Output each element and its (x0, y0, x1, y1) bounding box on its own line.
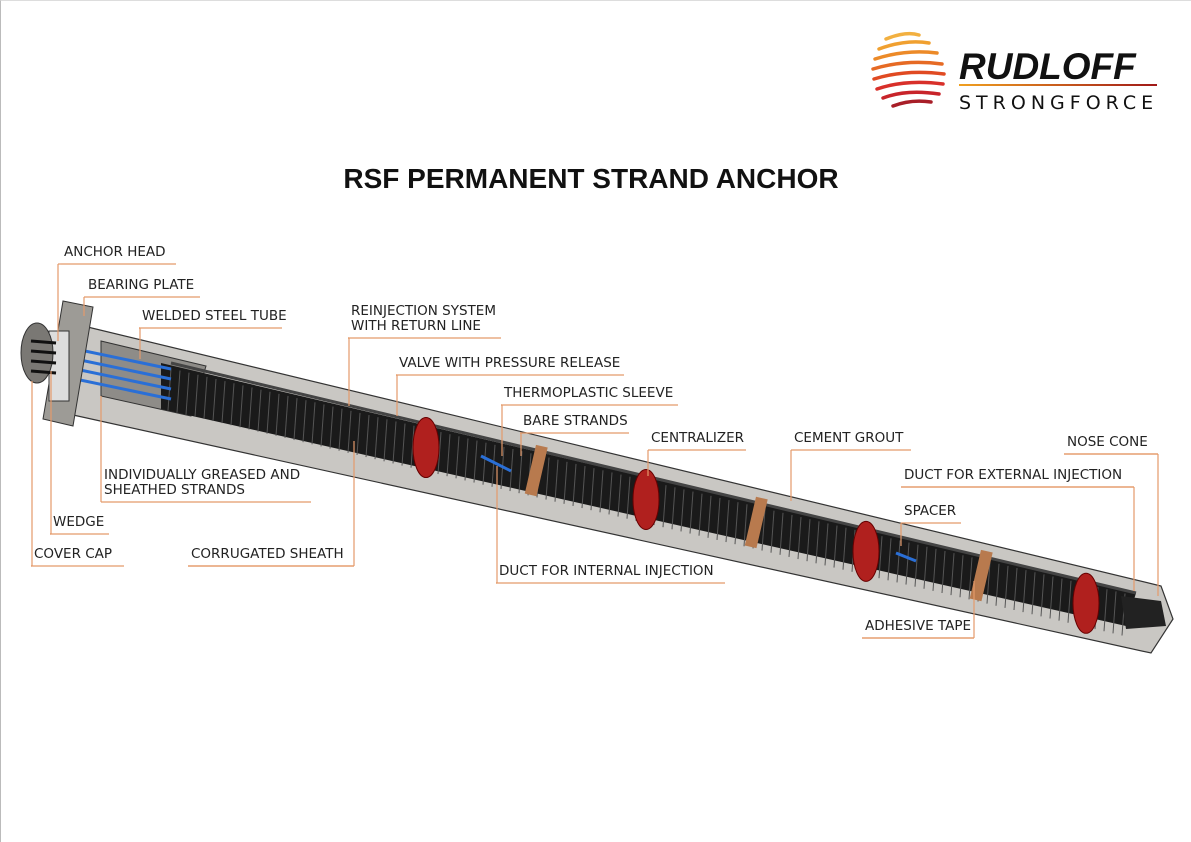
label-text: CENTRALIZER (651, 430, 744, 446)
label-text: COVER CAP (34, 546, 112, 562)
logo-sub: STRONGFORCE (959, 92, 1158, 114)
adhesive-tape (969, 549, 993, 602)
centralizer (632, 468, 660, 530)
adhesive-tape (744, 496, 768, 549)
label-bare-strands: BARE STRANDS (520, 413, 629, 456)
label-thermoplastic-sleeve: THERMOPLASTIC SLEEVE (501, 385, 678, 456)
label-text: REINJECTION SYSTEM (351, 303, 496, 319)
label-text: NOSE CONE (1067, 434, 1148, 450)
centralizer (412, 417, 440, 479)
label-adhesive-tape: ADHESIVE TAPE (862, 581, 975, 639)
label-text: THERMOPLASTIC SLEEVE (503, 385, 673, 401)
label-text: CORRUGATED SHEATH (191, 546, 344, 562)
adhesive-tape (524, 444, 548, 497)
label-text: WELDED STEEL TUBE (142, 308, 287, 324)
label-bearing-plate: BEARING PLATE (83, 277, 200, 316)
label-text: BEARING PLATE (88, 277, 194, 293)
label-centralizer: CENTRALIZER (647, 430, 746, 476)
label-text: VALVE WITH PRESSURE RELEASE (399, 355, 620, 371)
adhesive-tapes (524, 444, 993, 602)
label-cover-cap: COVER CAP (31, 381, 124, 567)
label-text: WEDGE (53, 514, 104, 530)
logo-brand: RUDLOFF (959, 46, 1137, 87)
label-text: ADHESIVE TAPE (865, 618, 971, 634)
label-text: WITH RETURN LINE (351, 318, 481, 334)
logo-arcs-icon (871, 31, 946, 108)
label-text: SPACER (904, 503, 956, 519)
page-title: RSF PERMANENT STRAND ANCHOR (343, 163, 838, 194)
label-anchor-head: ANCHOR HEAD (57, 244, 176, 341)
label-corrugated-sheath: CORRUGATED SHEATH (188, 441, 355, 567)
centralizer (852, 520, 880, 582)
label-text: INDIVIDUALLY GREASED AND (104, 467, 300, 483)
centralizers (412, 417, 1100, 634)
label-cement-grout: CEMENT GROUT (790, 430, 911, 501)
company-logo: RUDLOFF STRONGFORCE (871, 31, 1158, 114)
label-spacer: SPACER (900, 503, 961, 546)
label-text: SHEATHED STRANDS (104, 482, 245, 498)
label-duct-external: DUCT FOR EXTERNAL INJECTION (901, 467, 1135, 591)
label-text: ANCHOR HEAD (64, 244, 166, 260)
label-duct-internal: DUCT FOR INTERNAL INJECTION (496, 466, 725, 584)
label-text: DUCT FOR EXTERNAL INJECTION (904, 467, 1122, 483)
label-text: CEMENT GROUT (794, 430, 904, 446)
label-nose-cone: NOSE CONE (1064, 434, 1159, 596)
label-wedge: WEDGE (50, 371, 109, 535)
anchor-drawing (20, 300, 1174, 654)
label-text: BARE STRANDS (523, 413, 628, 429)
centralizer (1072, 572, 1100, 634)
nose-cone (1121, 596, 1166, 629)
label-text: DUCT FOR INTERNAL INJECTION (499, 563, 714, 579)
label-valve: VALVE WITH PRESSURE RELEASE (396, 355, 624, 416)
label-welded-steel-tube: WELDED STEEL TUBE (139, 308, 287, 359)
